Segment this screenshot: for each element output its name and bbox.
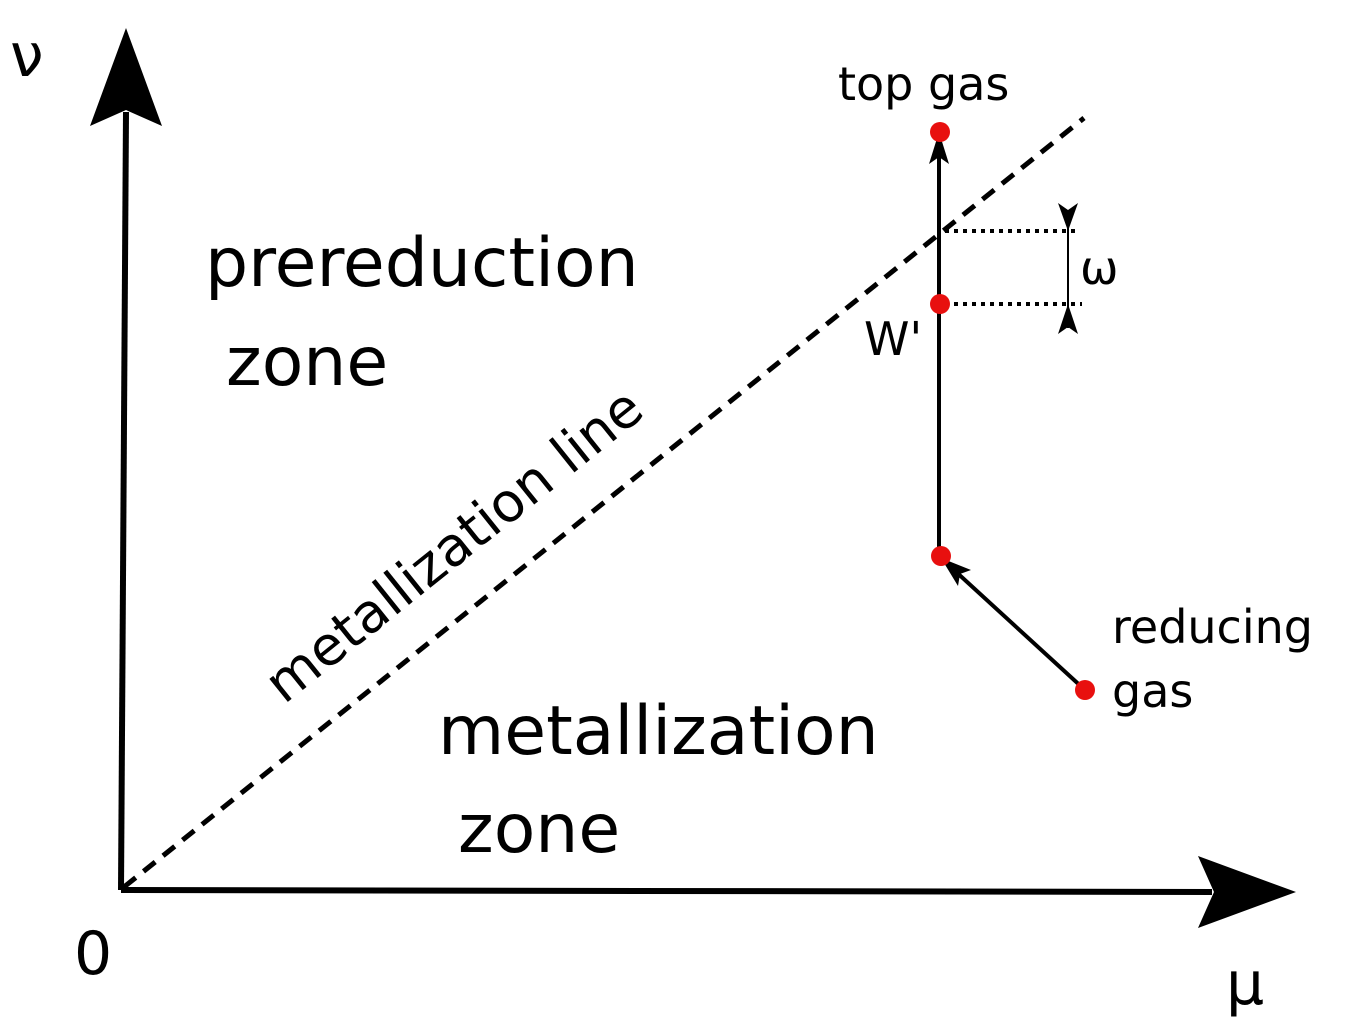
- omega-upper-arrowhead: [1058, 203, 1078, 231]
- reducing-gas-label-line2: gas: [1112, 664, 1193, 718]
- metallization-zone-label-line1: metallization: [438, 692, 879, 771]
- omega-lower-arrowhead: [1058, 304, 1078, 334]
- y-axis-arrowhead: [90, 28, 162, 126]
- reducing-start-point: [931, 546, 951, 566]
- top-gas-label: top gas: [838, 57, 1009, 111]
- metallization-line-label: metallization line: [253, 375, 655, 715]
- x-axis-line: [120, 887, 1213, 895]
- reducing-gas-arrowhead: [941, 558, 971, 586]
- w-prime-label: W': [864, 312, 922, 366]
- reducing-gas-label-line1: reducing: [1112, 600, 1313, 654]
- x-axis-arrowhead: [1198, 856, 1296, 928]
- w-prime-point: [930, 294, 950, 314]
- prereduction-zone-label-line1: prereduction: [205, 224, 639, 303]
- y-axis-line: [118, 111, 129, 891]
- metallization-zone-label-line2: zone: [458, 790, 620, 869]
- reducing-gas-point: [1075, 680, 1095, 700]
- vertical-path-arrowhead: [929, 132, 949, 164]
- reducing-gas-arrow-line: [952, 568, 1087, 692]
- top-gas-point: [930, 122, 950, 142]
- prereduction-zone-label-line2: zone: [226, 323, 388, 402]
- x-axis-label: μ: [1226, 949, 1264, 1019]
- y-axis-label: ν: [10, 21, 44, 91]
- metallization-dashed-line: [122, 116, 1086, 889]
- origin-label: 0: [74, 919, 112, 989]
- omega-label: ω: [1080, 241, 1119, 295]
